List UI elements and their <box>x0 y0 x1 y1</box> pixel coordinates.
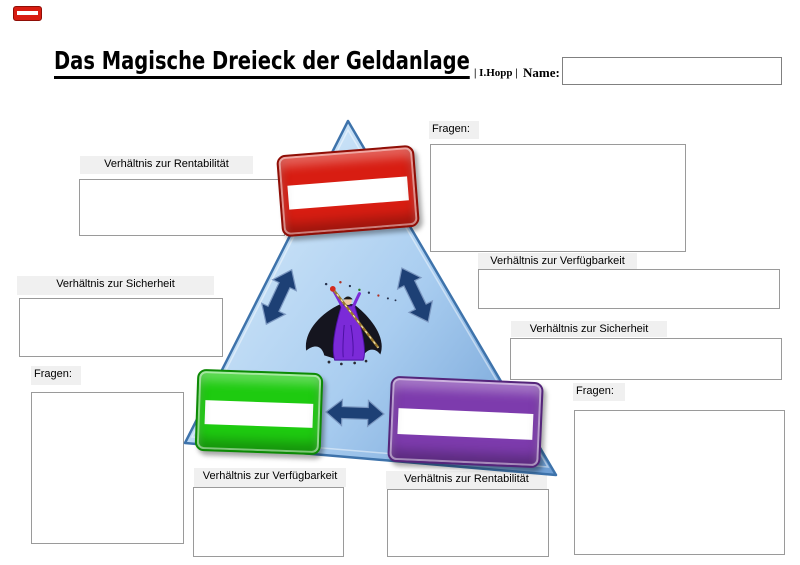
label-fragen-top: Fragen: <box>429 121 479 139</box>
wizard-staff-glint <box>332 288 379 349</box>
green-flag-box <box>194 368 324 456</box>
label-verfuegbarkeit-right: Verhältnis zur Verfügbarkeit <box>478 253 637 269</box>
wizard-magician-illustration <box>305 281 397 366</box>
purple-flag-gloss <box>389 378 541 466</box>
label-verfuegbarkeit-bottom: Verhältnis zur Verfügbarkeit <box>194 468 346 487</box>
green-flag-gloss <box>197 371 322 453</box>
double-arrow-left-icon <box>260 268 298 326</box>
mini-red-flag-stripe <box>17 11 38 15</box>
sicherheit-right-answer-box[interactable] <box>510 338 782 380</box>
mini-red-flag-icon <box>13 6 42 21</box>
rentabilitaet-left-answer-box[interactable] <box>79 179 285 236</box>
triangle-inner-highlight <box>190 128 550 468</box>
purple-flag-box <box>387 375 544 469</box>
label-sicherheit-left: Verhältnis zur Sicherheit <box>17 276 214 295</box>
wizard-head <box>344 297 352 306</box>
double-arrow-right-icon <box>396 267 434 323</box>
fragen-left-answer-box[interactable] <box>31 392 184 544</box>
name-label: Name: <box>523 65 560 80</box>
verfuegbarkeit-bottom-answer-box[interactable] <box>193 487 344 557</box>
fragen-top-answer-box[interactable] <box>430 144 686 252</box>
fragen-right-answer-box[interactable] <box>574 410 785 555</box>
wizard-robe-folds <box>342 324 354 358</box>
red-flag-box <box>275 144 421 238</box>
label-fragen-left: Fragen: <box>31 366 81 385</box>
author-credit: | I.Hopp | <box>474 67 518 79</box>
name-input[interactable] <box>562 57 782 85</box>
double-arrow-bottom-icon <box>325 398 385 428</box>
red-flag-gloss <box>278 147 418 235</box>
page-title: Das Magische Dreieck der Geldanlage <box>54 46 470 79</box>
label-rentabilitaet-bottom: Verhältnis zur Rentabilität <box>386 471 547 489</box>
wizard-hair <box>343 296 353 300</box>
rentabilitaet-bottom-answer-box[interactable] <box>387 489 549 557</box>
wizard-arm-right <box>351 292 361 310</box>
sicherheit-left-answer-box[interactable] <box>19 298 223 357</box>
label-rentabilitaet-left: Verhältnis zur Rentabilität <box>80 156 253 174</box>
label-sicherheit-right: Verhältnis zur Sicherheit <box>511 321 667 337</box>
relationship-arrows <box>260 267 434 428</box>
ground-sparkles <box>327 359 368 366</box>
staff-gem <box>329 286 336 292</box>
label-fragen-right: Fragen: <box>573 383 625 401</box>
magic-sparkles <box>324 281 397 302</box>
verfuegbarkeit-right-answer-box[interactable] <box>478 269 780 309</box>
